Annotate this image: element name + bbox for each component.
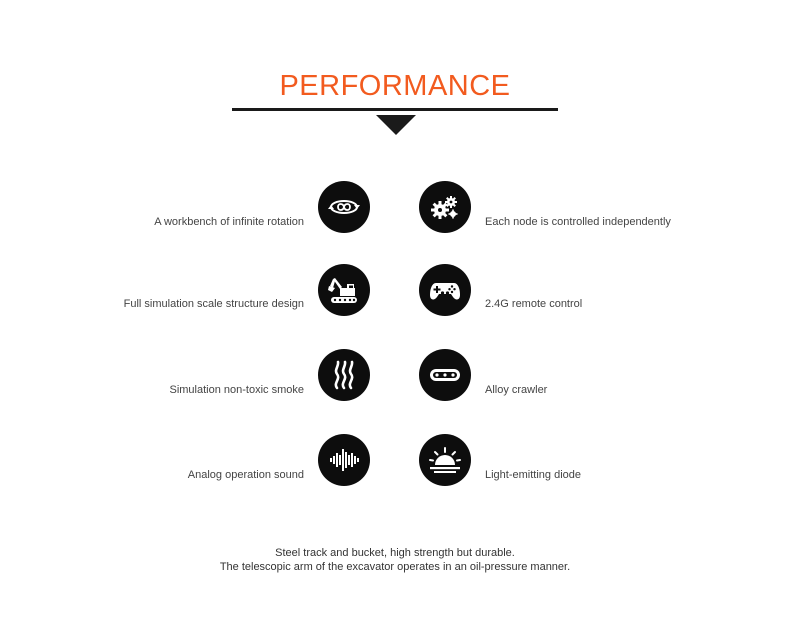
light-icon	[419, 434, 471, 486]
feature-label-smoke: Simulation non-toxic smoke	[169, 384, 304, 396]
rotation-icon	[318, 181, 370, 233]
crawler-icon	[419, 349, 471, 401]
feature-label-led: Light-emitting diode	[485, 469, 582, 481]
down-arrow-icon	[376, 115, 416, 135]
feature-label-scale: Full simulation scale structure design	[123, 298, 304, 310]
footer-line-1: Steel track and bucket, high strength bu…	[275, 547, 515, 559]
title-divider	[232, 108, 558, 111]
feature-label-sound: Analog operation sound	[187, 469, 304, 481]
feature-label-remote: 2.4G remote control	[485, 298, 583, 310]
footer-line-2: The telescopic arm of the excavator oper…	[219, 561, 571, 573]
smoke-icon	[318, 349, 370, 401]
gears-icon	[419, 181, 471, 233]
feature-label-crawler: Alloy crawler	[485, 384, 548, 396]
footer-description: Steel track and bucket, high strength bu…	[0, 546, 790, 574]
gamepad-icon	[419, 264, 471, 316]
feature-label-rotation: A workbench of infinite rotation	[154, 216, 304, 228]
page-title: PERFORMANCE	[279, 70, 511, 102]
feature-label-nodes: Each node is controlled independently	[485, 216, 671, 228]
sound-wave-icon	[318, 434, 370, 486]
excavator-icon	[318, 264, 370, 316]
